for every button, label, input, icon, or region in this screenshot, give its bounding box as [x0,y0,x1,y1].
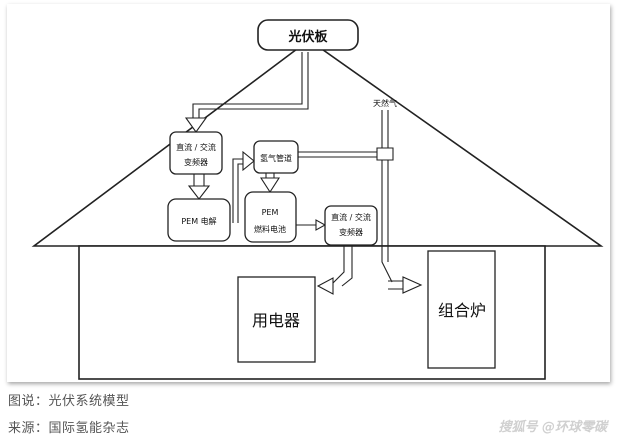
figure-caption: 图说：光伏系统模型 [8,394,130,409]
pem-electrolysis-label: PEM 电解 [181,216,216,226]
dcac-right-line2: 变频器 [339,227,363,237]
appliance-label: 用电器 [252,311,300,330]
pem-fuel-cell-line1: PEM [262,208,279,217]
combi-pipe-shaft [388,280,403,290]
solar-panel-label: 光伏板 [287,29,328,45]
arrows [184,117,423,295]
arrow-to-dcac-right [315,219,327,231]
arrow-to-dcac-top [184,117,208,133]
combi-boiler-label: 组合炉 [438,301,486,320]
watermark: 搜狐号 @环球零碳 [498,420,607,435]
hydrogen-pipe-box: 氢气管道 [253,140,299,174]
pv-system-diagram: 光伏板 天然气 直流 / 交流 变频器 氢气管道 PEM 电解 PEM 燃料电池 [31,19,604,380]
arrow-to-appliance [316,277,334,295]
pem-electrolysis-box: PEM 电解 [167,198,231,242]
pipes [192,52,393,287]
roof-triangle [31,39,604,247]
pem-fuel-cell-line2: 燃料电池 [254,224,286,234]
solar-panel-box: 光伏板 [257,19,359,51]
gas-valve [376,147,394,161]
dcac-inverter-right-box: 直流 / 交流 变频器 [324,205,378,246]
dcac-top-line1: 直流 / 交流 [176,142,216,152]
dcac-top-line2: 变频器 [184,157,208,167]
hydrogen-pipe-label: 氢气管道 [260,153,292,163]
dcac-right-line1: 直流 / 交流 [331,212,371,222]
natural-gas-label: 天然气 [373,98,397,108]
arrow-to-combi-boiler [402,276,423,294]
combi-boiler-box: 组合炉 [427,250,496,369]
appliance-box: 用电器 [237,276,316,363]
source-caption: 来源：国际氢能杂志 [8,421,130,436]
arrow-to-pem-electrolysis [187,185,211,200]
pem-fuel-cell-box: PEM 燃料电池 [244,191,297,243]
arrow-to-fuel-cell [259,177,281,194]
arrow-to-hydrogen-pipe [242,150,255,172]
dcac-inverter-top-box: 直流 / 交流 变频器 [169,131,223,175]
